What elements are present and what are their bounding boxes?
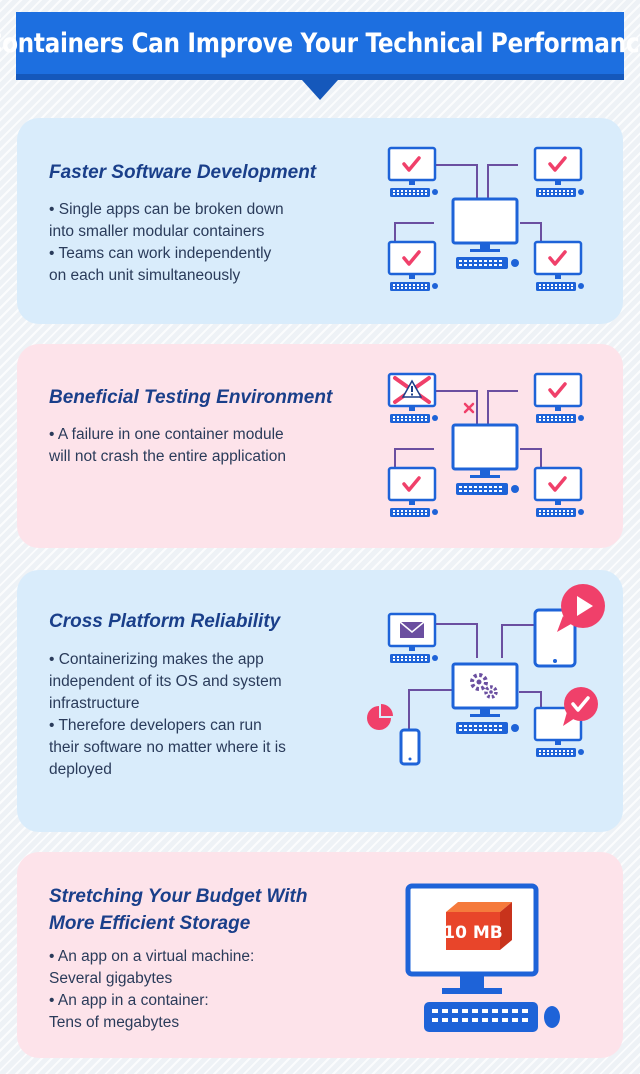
bullet-line: into smaller modular containers bbox=[49, 223, 265, 240]
bullet-line: Tens of megabytes bbox=[49, 1014, 180, 1031]
section-title: Cross Platform Reliability bbox=[49, 611, 281, 632]
bullet-line: Several gigabytes bbox=[49, 970, 173, 987]
bullet-line: on each unit simultaneously bbox=[49, 267, 241, 284]
banner-pointer bbox=[302, 80, 338, 100]
bullet-line: their software no matter where it is bbox=[49, 739, 286, 756]
computer-check-icon bbox=[533, 466, 584, 517]
section-bullets: • An app on a virtual machine: Several g… bbox=[49, 946, 339, 1034]
computer-check-icon bbox=[387, 146, 438, 197]
card-cross-platform: Cross Platform Reliability • Containeriz… bbox=[17, 570, 623, 832]
computer-check-icon bbox=[533, 146, 584, 197]
check-bubble-icon bbox=[563, 687, 598, 726]
computer-check-icon bbox=[533, 372, 584, 423]
page-title: Containers Can Improve Your Technical Pe… bbox=[0, 27, 640, 59]
section-title: Faster Software Development bbox=[49, 162, 317, 183]
section-title: Beneficial Testing Environment bbox=[49, 387, 333, 408]
section-bullets: • Single apps can be broken down into sm… bbox=[49, 199, 339, 287]
section-title-line: More Efficient Storage bbox=[49, 913, 251, 934]
bullet-line: infrastructure bbox=[49, 695, 140, 712]
bullet-line: • A failure in one container module bbox=[49, 426, 284, 443]
network-failure-illustration bbox=[387, 372, 584, 517]
computer-check-icon bbox=[533, 240, 584, 291]
card-efficient-storage: Stretching Your Budget With More Efficie… bbox=[17, 852, 623, 1058]
header-banner: Containers Can Improve Your Technical Pe… bbox=[0, 12, 640, 80]
storage-illustration: 10 MB bbox=[405, 883, 560, 1032]
card-faster-development: Faster Software Development • Single app… bbox=[17, 118, 623, 324]
network-illustration bbox=[387, 146, 584, 291]
cross-platform-illustration bbox=[367, 584, 605, 766]
pie-chart-icon bbox=[367, 704, 393, 730]
phone-icon bbox=[399, 728, 421, 766]
bullet-line: • An app in a container: bbox=[49, 992, 209, 1009]
central-computer-icon bbox=[451, 423, 519, 495]
computer-warning-icon bbox=[387, 372, 438, 423]
gears-icon bbox=[470, 673, 498, 699]
computer-mail-icon bbox=[387, 612, 438, 663]
bullet-line: independent of its OS and system bbox=[49, 673, 282, 690]
card-testing-environment: Beneficial Testing Environment • A failu… bbox=[17, 344, 623, 548]
computer-check-icon bbox=[387, 240, 438, 291]
bullet-line: • Therefore developers can run bbox=[49, 717, 262, 734]
bullet-line: deployed bbox=[49, 761, 112, 778]
bullet-line: • Teams can work independently bbox=[49, 245, 272, 262]
computer-check-icon bbox=[387, 466, 438, 517]
play-icon bbox=[557, 584, 605, 632]
section-bullets: • Containerizing makes the app independe… bbox=[49, 649, 339, 781]
bullet-line: • Containerizing makes the app bbox=[49, 651, 264, 668]
bullet-line: • Single apps can be broken down bbox=[49, 201, 284, 218]
bullet-line: • An app on a virtual machine: bbox=[49, 948, 255, 965]
central-computer-icon bbox=[451, 197, 519, 269]
broken-link-icon bbox=[463, 402, 475, 414]
central-computer-icon bbox=[451, 662, 519, 734]
bullet-line: will not crash the entire application bbox=[49, 448, 286, 465]
storage-size-label: 10 MB bbox=[443, 923, 502, 943]
section-bullets: • A failure in one container module will… bbox=[49, 424, 339, 468]
container-box-icon bbox=[446, 902, 512, 950]
section-title-line: Stretching Your Budget With bbox=[49, 886, 308, 907]
